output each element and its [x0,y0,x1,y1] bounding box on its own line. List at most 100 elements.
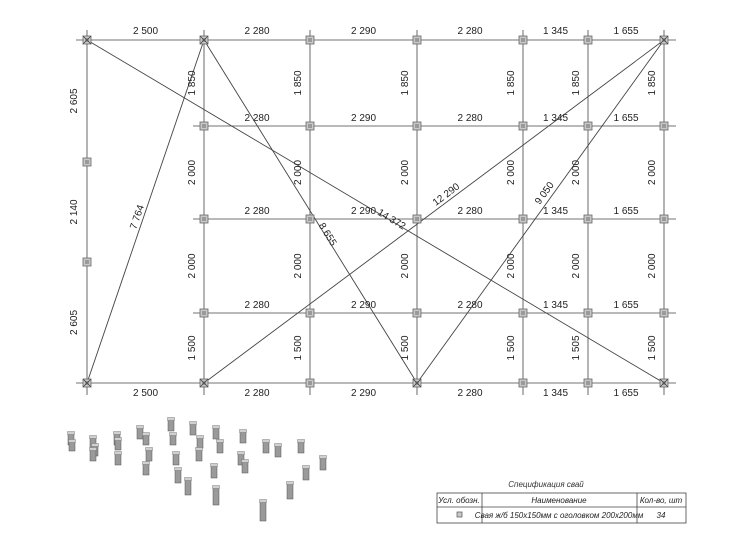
dimension-label-column: 1 850 [647,70,658,95]
dimension-label-row: 2 290 [351,113,376,124]
dimension-label-bottom: 1 655 [613,388,638,399]
dimension-label-column: 1 500 [400,335,411,360]
pile-3d-cap [89,435,97,439]
pile-3d-cap [302,465,310,469]
diagonal-label: 7 764 [128,203,147,231]
dimension-label-column: 2 000 [400,253,411,278]
pile-3d-cap [212,485,220,489]
pile-3d [212,486,220,506]
spec-header-name: Наименование [531,496,587,505]
dimension-label-row: 2 290 [351,206,376,217]
dimension-label-left: 2 140 [69,199,80,224]
dimension-label-column: 2 000 [506,253,517,278]
pile-core [85,160,89,164]
pile-3d [216,440,224,454]
dimension-label-column: 2 000 [400,160,411,185]
pile-core [415,124,419,128]
pile-core [521,381,525,385]
dimension-label-column: 1 850 [293,70,304,95]
pile-3d [241,460,249,474]
pile-3d-cap [196,435,204,439]
pile-3d-cap [241,459,249,463]
pile-core [308,217,312,221]
pile-core [586,124,590,128]
spec-table-frame [436,492,687,524]
diagonal-label: 14 372 [375,207,407,232]
pile-3d-cap [142,432,150,436]
pile-3d-cap [174,467,182,471]
pile-core [586,38,590,42]
dimension-label-column: 1 500 [293,335,304,360]
diagonal-label: 12 290 [431,181,462,208]
diagonal-label: 8 655 [316,221,339,248]
dimension-label-column: 1 500 [187,335,198,360]
pile-diagonal-mark [412,378,422,388]
dimension-label-row: 2 280 [244,113,269,124]
pile-3d [274,444,282,458]
spec-header-qty: Кол-во, шт [640,496,683,505]
dimension-label-column: 2 000 [293,160,304,185]
pile-3d [210,464,218,479]
pile-core [521,124,525,128]
dimension-label-column: 2 000 [187,160,198,185]
pile-diagonal-mark [82,378,92,388]
pile-symbol-icon [456,511,463,518]
dimension-label-column: 1 850 [571,70,582,95]
pile-core [415,38,419,42]
dimension-label-row: 1 655 [613,113,638,124]
dimension-label-column: 2 000 [187,253,198,278]
pile-3d-cap [67,431,75,435]
pile-3d-cap [145,447,153,451]
pile-core [202,124,206,128]
pile-3d [319,456,327,471]
pile-3d-cap [319,455,327,459]
pile-core [308,381,312,385]
pile-3d-cap [167,417,175,421]
pile-core [586,311,590,315]
pile-3d [174,468,182,484]
dimension-label-row: 1 655 [613,206,638,217]
pile-diagonal-mark [199,378,209,388]
pile-spec-table: Спецификация свай Усл. обозн. Наименован… [436,480,687,524]
pile-3d-cap [89,447,97,451]
dimension-label-column: 1 850 [187,70,198,95]
pile-core [662,311,666,315]
dimension-label-row: 2 280 [457,113,482,124]
diagonal-line [86,39,665,384]
dimension-label-column: 2 000 [571,253,582,278]
pile-core [202,217,206,221]
pile-core [521,217,525,221]
pile-core [662,124,666,128]
dimension-label-row: 2 280 [457,206,482,217]
pile-3d-cap [237,451,245,455]
pile-3d [212,426,220,440]
pile-3d [262,440,270,454]
pile-diagonal-mark [659,378,669,388]
dimension-label-row: 1 345 [543,113,568,124]
spec-title: Спецификация свай [508,480,584,489]
pile-3d-cap [91,443,99,447]
pile-3d-cap [239,429,247,433]
pile-3d-cap [210,463,218,467]
dimension-label-bottom: 2 280 [244,388,269,399]
dimension-label-row: 2 280 [457,300,482,311]
dimension-label-column: 2 000 [571,160,582,185]
pile-core [308,124,312,128]
dimension-label-top: 1 655 [613,26,638,37]
dimension-label-top: 2 290 [351,26,376,37]
dimension-label-row: 2 280 [244,206,269,217]
pile-3d-cap [286,481,294,485]
dimension-label-row: 1 345 [543,206,568,217]
dimension-label-column: 1 500 [506,335,517,360]
pile-3d-cap [274,443,282,447]
dimension-label-top: 2 500 [133,26,158,37]
diagonal-lines [86,39,665,384]
pile-3d-cap [216,439,224,443]
pile-3d [172,452,180,466]
pile-3d-cap [212,425,220,429]
pile-3d [145,448,153,462]
pile-3d [239,430,247,444]
